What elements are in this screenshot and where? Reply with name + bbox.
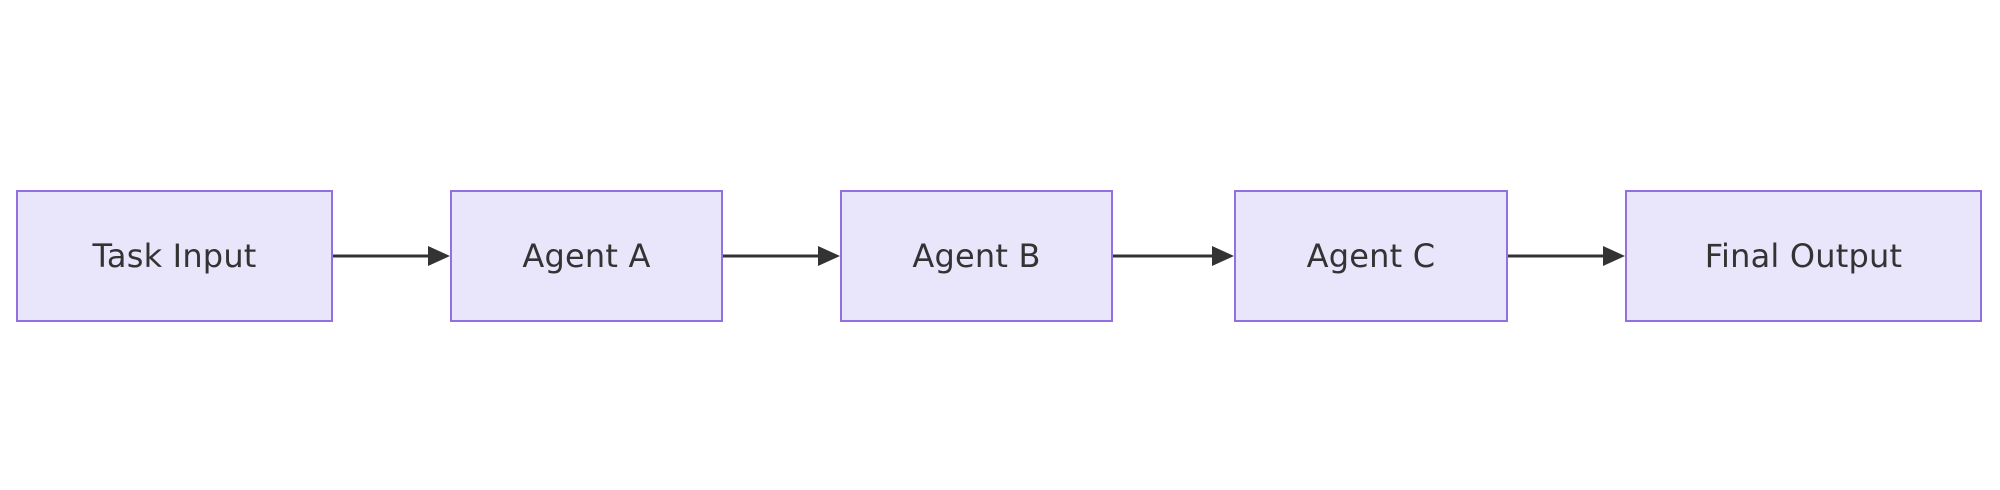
node-agent-c[interactable]: Agent C <box>1234 190 1508 322</box>
node-label-agent-c: Agent C <box>1306 237 1436 275</box>
edge-agent-b-to-agent-c <box>1113 241 1234 271</box>
node-task-input[interactable]: Task Input <box>16 190 333 322</box>
node-agent-b[interactable]: Agent B <box>840 190 1113 322</box>
flow-sequence: Task Input Agent A Agent B <box>0 190 2000 322</box>
node-agent-a[interactable]: Agent A <box>450 190 723 322</box>
edge-task-input-to-agent-a <box>333 241 450 271</box>
node-final-output[interactable]: Final Output <box>1625 190 1982 322</box>
node-label-task-input: Task Input <box>92 237 257 275</box>
node-label-agent-a: Agent A <box>522 237 651 275</box>
node-label-agent-b: Agent B <box>912 237 1041 275</box>
edge-agent-a-to-agent-b <box>723 241 840 271</box>
edge-agent-c-to-final-output <box>1508 241 1625 271</box>
arrowhead-icon <box>818 246 840 266</box>
arrowhead-icon <box>1603 246 1625 266</box>
arrowhead-icon <box>1212 246 1234 266</box>
node-label-final-output: Final Output <box>1704 237 1903 275</box>
arrowhead-icon <box>428 246 450 266</box>
